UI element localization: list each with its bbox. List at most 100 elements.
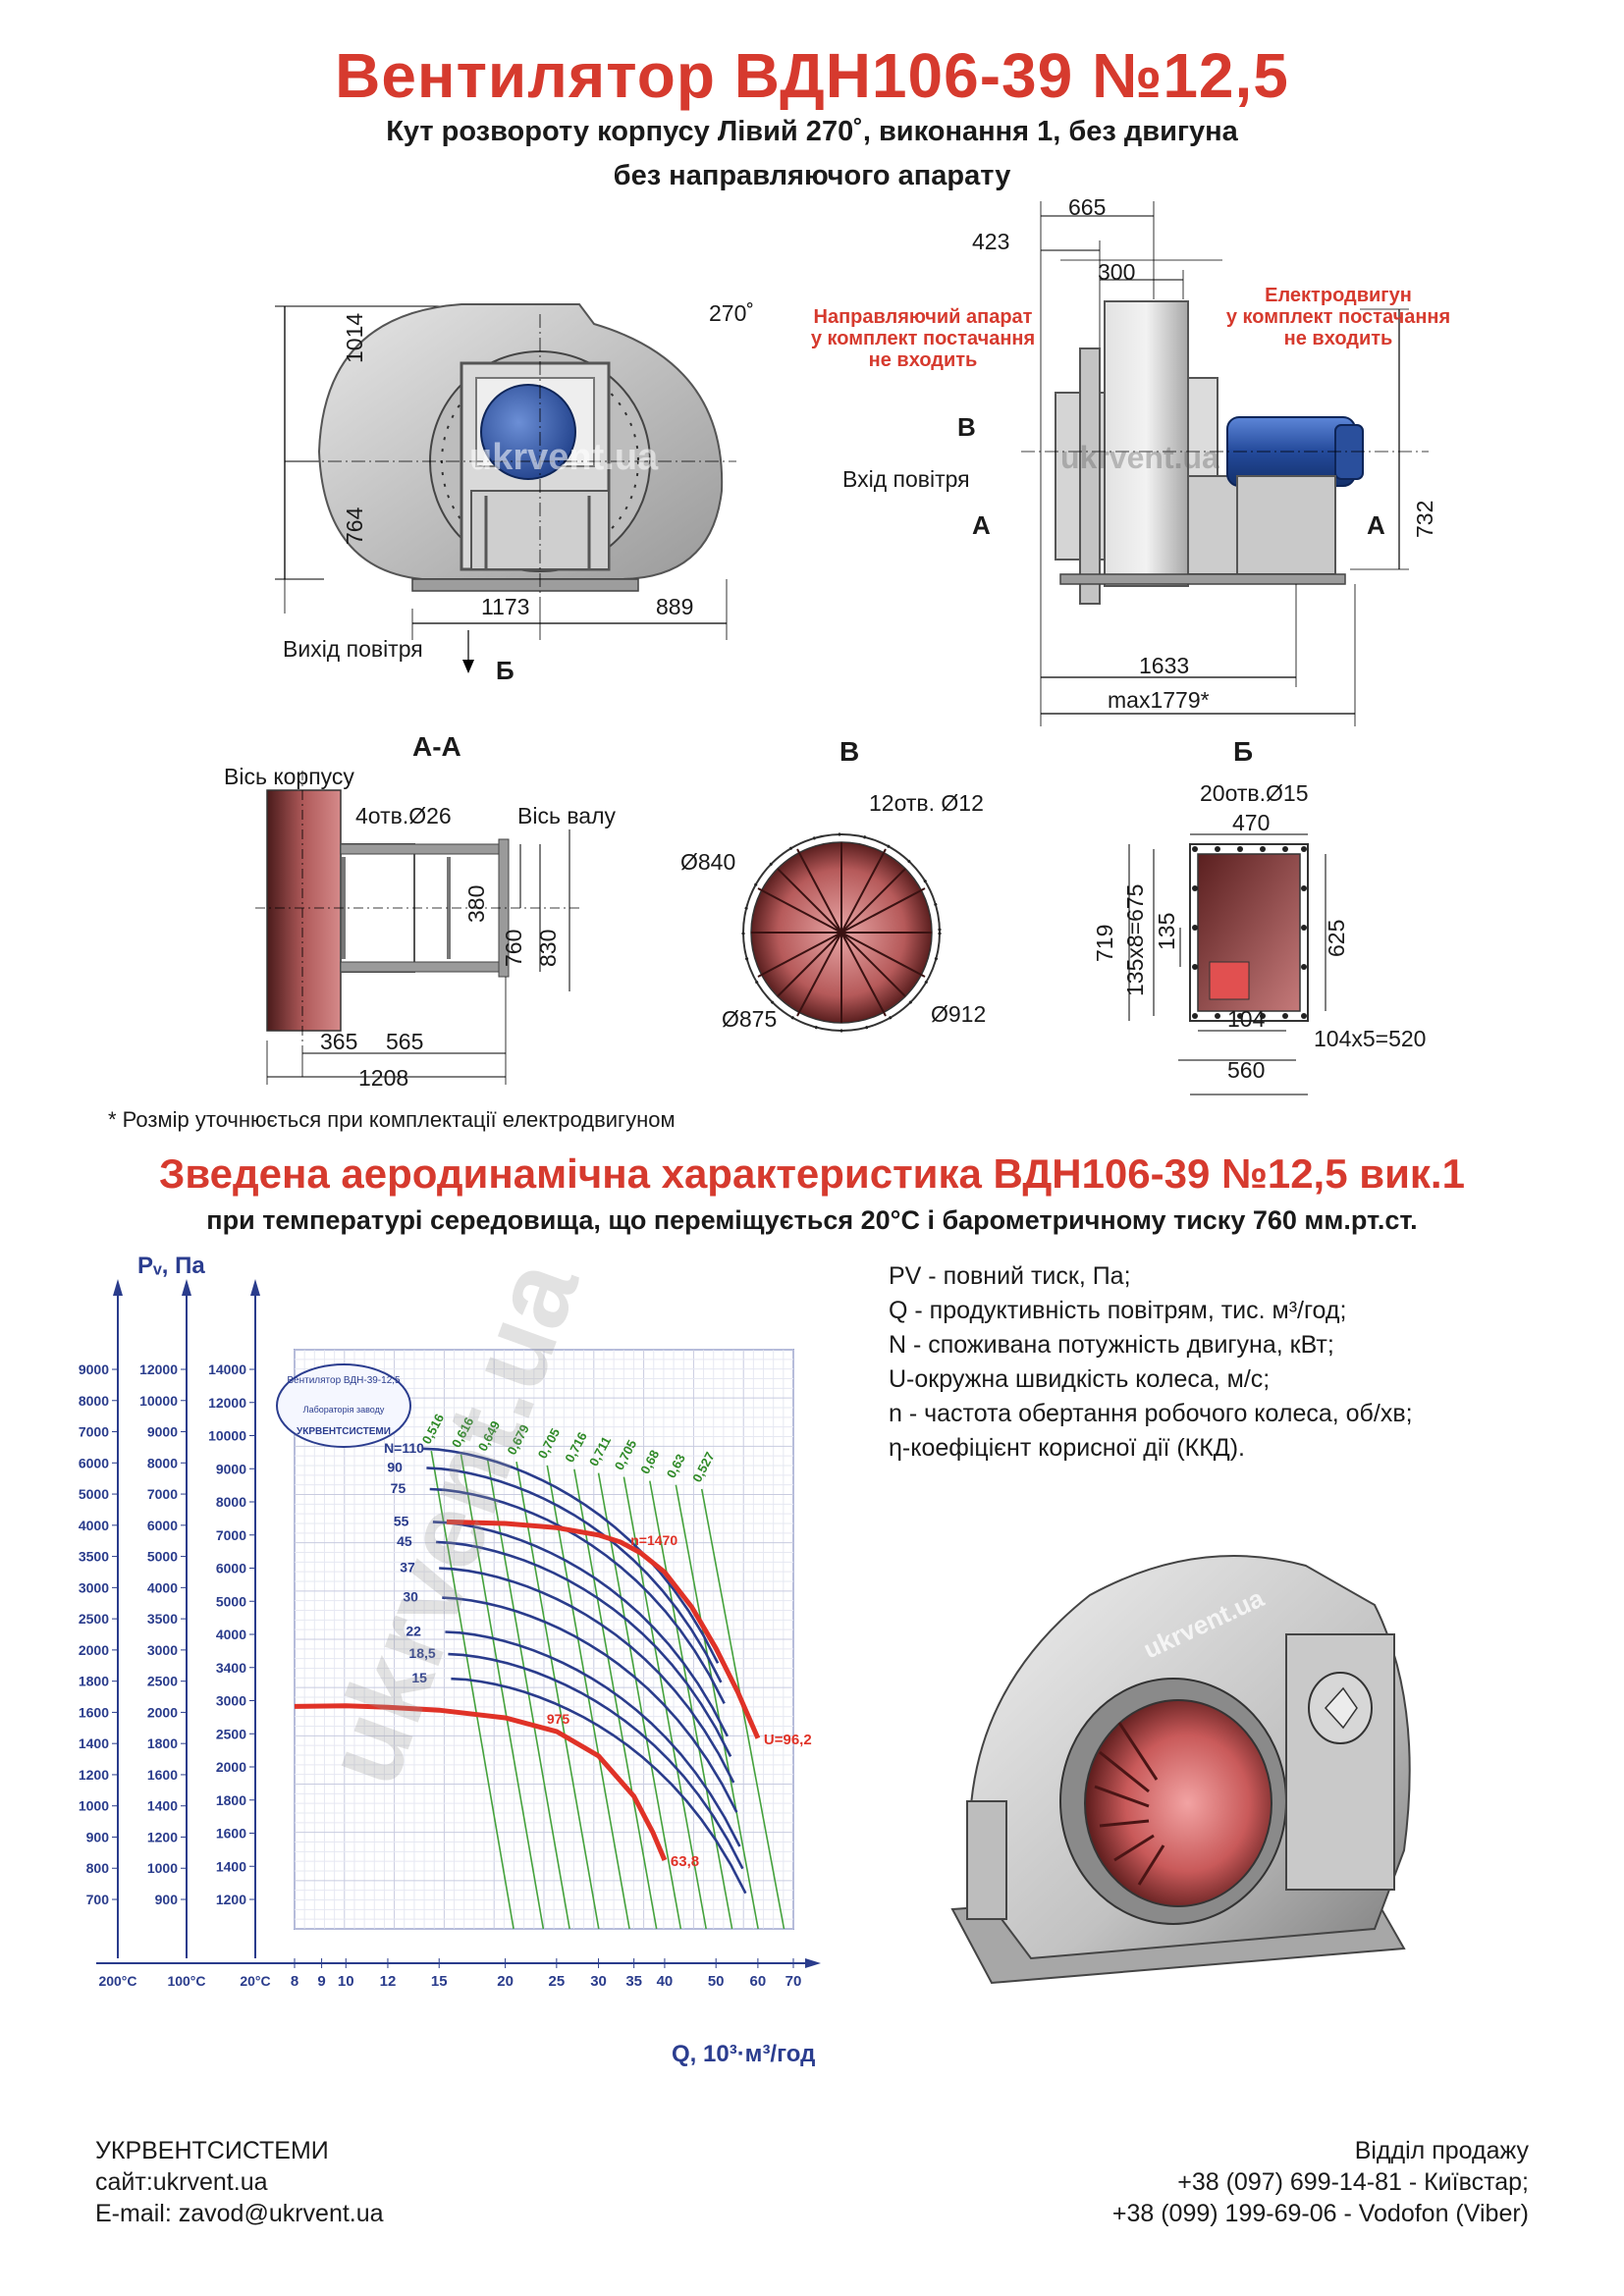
y-tick-label: 2500: [216, 1726, 246, 1741]
dim-423: 423: [972, 229, 1010, 254]
dim-719: 719: [1092, 924, 1117, 962]
dim-565: 565: [386, 1029, 424, 1054]
section-b-drawing: [1128, 833, 1326, 1095]
y-tick-label: 1600: [79, 1704, 109, 1720]
power-curve: [429, 1487, 726, 1705]
dia-875: Ø875: [722, 1006, 778, 1032]
chart-axes: 9000800070006000500040003500300025002000…: [79, 1279, 821, 1990]
company-email[interactable]: E-mail: zavod@ukrvent.ua: [95, 2200, 384, 2227]
axis-arrow-icon: [113, 1279, 123, 1296]
motor-note-line: Електродвигун: [1265, 285, 1412, 306]
dim-1014: 1014: [342, 312, 367, 363]
efficiency-line: [430, 1451, 514, 1930]
y-tick-label: 7000: [216, 1527, 246, 1543]
motor-note: Електродвигун у комплект постачання не в…: [1196, 285, 1481, 349]
rpm-curve: [446, 1519, 761, 1739]
efficiency-line: [460, 1454, 545, 1930]
y-tick-label: 700: [86, 1892, 110, 1907]
phone-kyivstar[interactable]: +38 (097) 699-14-81 - Київстар;: [1177, 2168, 1529, 2196]
section-aa-drawing: [255, 771, 579, 1085]
y-tick-label: 3000: [216, 1693, 246, 1709]
front-angle-label: 270˚: [709, 300, 755, 326]
y-tick-label: 3500: [79, 1549, 109, 1565]
power-label: 55: [394, 1513, 409, 1528]
side-watermark: ukrvent.ua: [1060, 440, 1219, 475]
section-aa-title: А-А: [412, 731, 461, 762]
sales-department: Відділ продажу: [1354, 2137, 1529, 2164]
y-tick-label: 3000: [79, 1579, 109, 1595]
y-tick-label: 800: [86, 1860, 110, 1876]
b-holes-label: 20отв.Ø15: [1200, 780, 1309, 806]
y-tick-label: 9000: [147, 1424, 178, 1440]
dim-830: 830: [535, 929, 561, 967]
company-site[interactable]: сайт:ukrvent.ua: [95, 2168, 268, 2196]
view-v-title: В: [839, 736, 860, 767]
y-tick-label: 2000: [216, 1759, 246, 1775]
y-tick-label: 3400: [216, 1660, 246, 1676]
phone-vodafone[interactable]: +38 (099) 199-69-06 - Vodofon (Viber): [1111, 2200, 1529, 2227]
y-tick-label: 3500: [147, 1611, 178, 1627]
rpm-curve: [294, 1703, 668, 1861]
legend-item: n - частота обертання робочого колеса, о…: [889, 1400, 1413, 1427]
x-tick-label: 10: [338, 1973, 354, 1990]
power-label: 37: [400, 1559, 415, 1575]
y-tick-label: 6000: [79, 1455, 109, 1470]
efficiency-line: [597, 1472, 682, 1930]
dim-1208: 1208: [358, 1065, 409, 1091]
x-tick-label: 70: [785, 1973, 802, 1990]
dim-104x5: 104x5=520: [1314, 1026, 1427, 1051]
dim-625: 625: [1324, 919, 1349, 957]
y-tick-label: 2500: [79, 1611, 109, 1627]
y-tick-label: 10000: [208, 1428, 246, 1444]
rpm-end-label: U=96,2: [764, 1732, 812, 1748]
rpm-end-label: 63,8: [671, 1853, 699, 1870]
efficiency-line: [649, 1480, 733, 1930]
motor-note-line: у комплект постачання: [1225, 306, 1451, 328]
efficiency-line: [573, 1468, 658, 1930]
dim-365: 365: [320, 1029, 358, 1054]
y-tick-label: 1800: [79, 1674, 109, 1689]
power-label: 45: [397, 1533, 412, 1549]
y-tick-label: 1400: [79, 1735, 109, 1751]
page-title: Вентилятор ВДН106-39 №12,5: [335, 40, 1289, 111]
rpm-label: n=1470: [630, 1532, 677, 1548]
y-tick-label: 6000: [147, 1518, 178, 1533]
dim-1173: 1173: [481, 594, 530, 619]
dim-560: 560: [1227, 1057, 1266, 1083]
y-tick-label: 900: [155, 1892, 179, 1907]
efficiency-line: [515, 1461, 600, 1930]
power-label: 22: [406, 1623, 421, 1638]
y-tick-label: 5000: [147, 1549, 178, 1565]
dim-470: 470: [1232, 810, 1271, 835]
axis-arrow-icon: [250, 1279, 260, 1296]
view-v-marker: В: [957, 412, 976, 442]
legend-item: η-коефіцієнт корисної дії (ККД).: [889, 1434, 1245, 1462]
efficiency-line: [675, 1484, 759, 1930]
footnote: * Розмір уточнюється при комплектації ел…: [108, 1107, 676, 1132]
inlet-label: Вхід повітря: [842, 466, 970, 492]
y-tick-label: 9000: [79, 1362, 109, 1377]
dim-1633: 1633: [1139, 653, 1190, 678]
y-tick-label: 8000: [147, 1455, 178, 1470]
y-tick-label: 5000: [216, 1593, 246, 1609]
y-tick-label: 1800: [216, 1792, 246, 1808]
y-tick-label: 1200: [79, 1767, 109, 1783]
lab-stamp: Вентилятор ВДН-39-12,5 Лабораторія завод…: [276, 1363, 411, 1448]
power-label: 90: [387, 1459, 403, 1474]
dim-732: 732: [1412, 500, 1437, 538]
dim-135x8: 135x8=675: [1122, 883, 1148, 996]
dim-135: 135: [1154, 912, 1179, 950]
y-tick-label: 900: [86, 1829, 110, 1844]
temperature-label: 20°С: [240, 1973, 270, 1989]
y-tick-label: 14000: [208, 1362, 246, 1377]
power-curve: [442, 1596, 738, 1813]
power-curve: [426, 1467, 723, 1683]
subtitle-configuration: Кут розвороту корпусу Лівий 270˚, викона…: [386, 116, 1238, 147]
y-tick-label: 1400: [216, 1858, 246, 1874]
y-tick-label: 8000: [79, 1393, 109, 1409]
y-tick-label: 7000: [79, 1424, 109, 1440]
company-name: УКРВЕНТСИСТЕМИ: [95, 2137, 329, 2164]
dim-max1779: max1779*: [1108, 687, 1210, 713]
